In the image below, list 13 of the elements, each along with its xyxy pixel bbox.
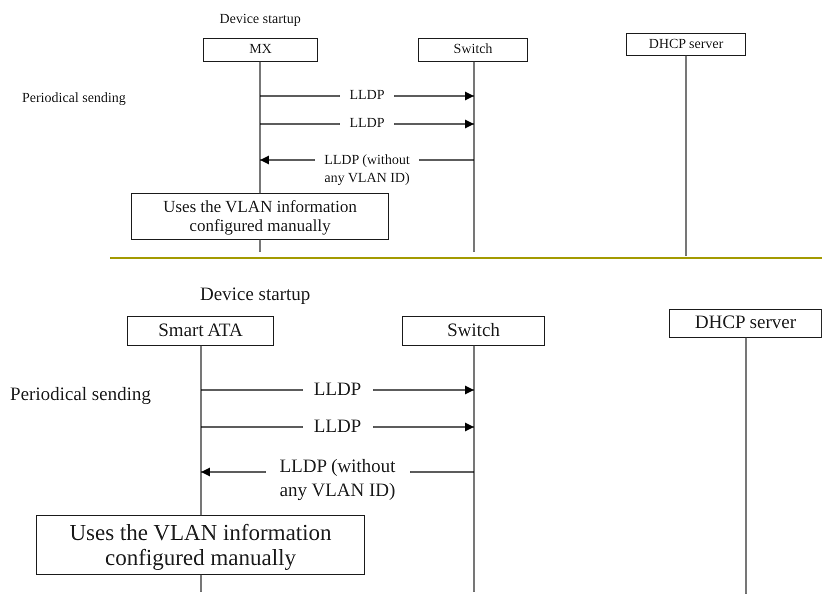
stage-label: Device startup xyxy=(220,12,301,28)
participant-box: Smart ATA xyxy=(127,316,274,346)
note-text: Periodical sending xyxy=(22,91,126,107)
edge-label: LLDP (without any VLAN ID) xyxy=(315,152,419,187)
note-box: Uses the VLAN information configured manually xyxy=(131,193,389,240)
participant-box: DHCP server xyxy=(669,309,822,338)
note-text: Periodical sending xyxy=(10,384,151,406)
participant-box: MX xyxy=(203,38,318,62)
participant-box: Switch xyxy=(402,316,545,346)
note-box: Uses the VLAN information configured manually xyxy=(36,515,365,575)
participant-box: Switch xyxy=(418,38,528,62)
stage-label: Device startup xyxy=(200,284,310,306)
participant-box: DHCP server xyxy=(626,33,746,56)
